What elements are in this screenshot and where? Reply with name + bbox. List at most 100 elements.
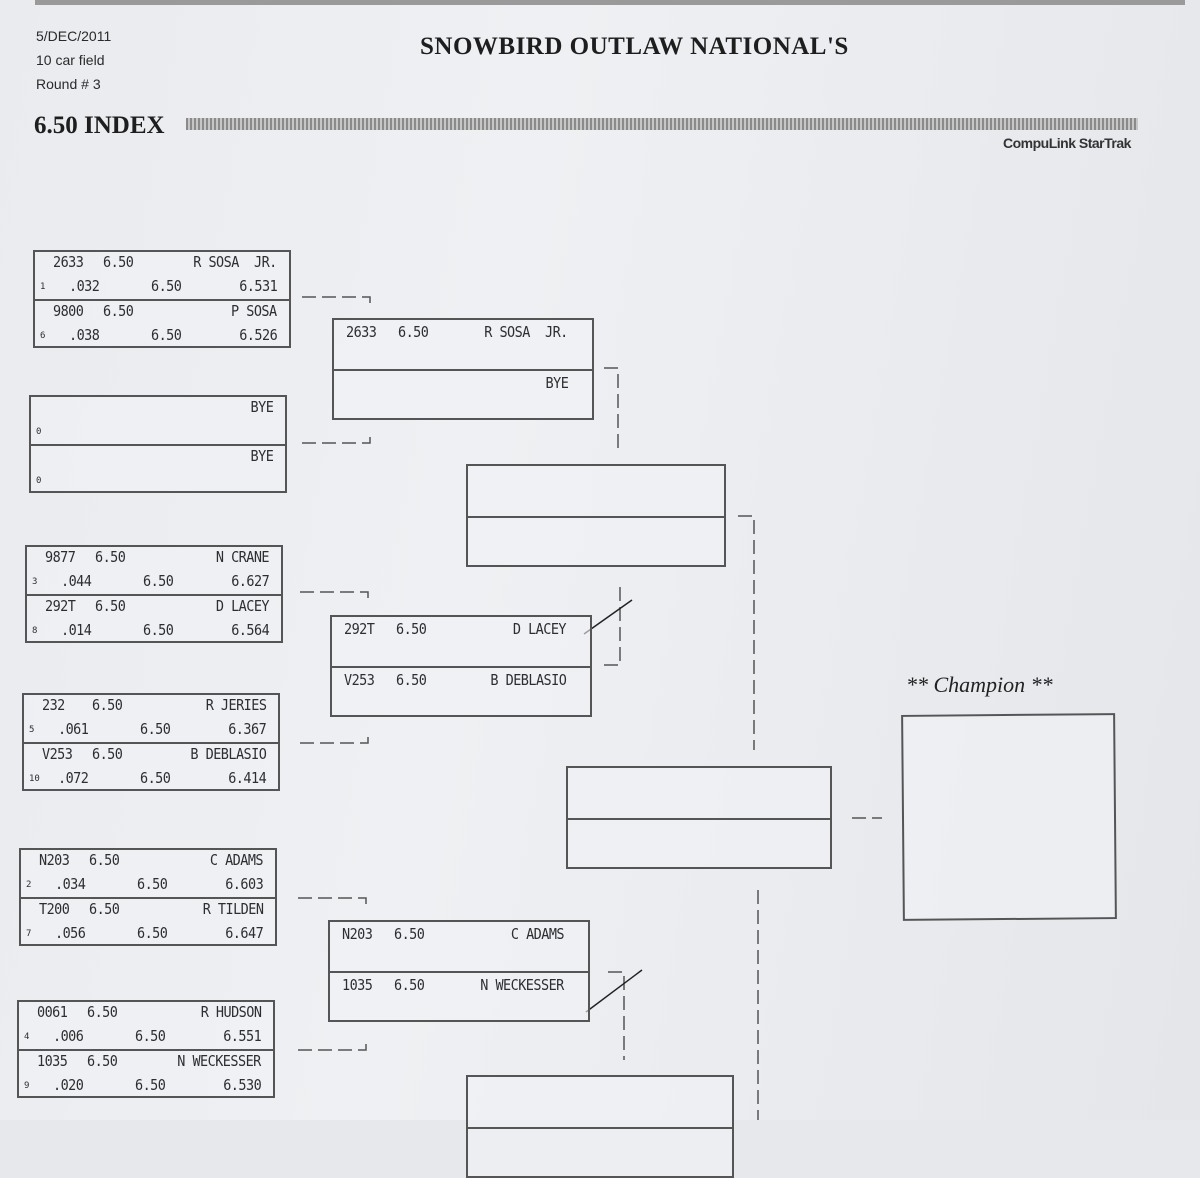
driver-name: R HUDSON	[200, 1003, 261, 1021]
seed-number: 6	[40, 331, 46, 341]
dial-in-2: 6.50	[140, 720, 171, 738]
dial-in: 6.50	[394, 976, 425, 994]
dial-in-2: 6.50	[137, 875, 168, 893]
driver-name: BYE	[250, 398, 273, 416]
dial-in-2: 6.50	[143, 572, 174, 590]
dial-in: 6.50	[95, 548, 126, 566]
dial-in: 6.50	[89, 851, 120, 869]
driver-name: BYE	[250, 447, 273, 465]
pen-strike	[583, 599, 633, 635]
round3-box-2	[466, 1075, 734, 1178]
connector	[604, 585, 621, 666]
seed-number: 4	[24, 1032, 30, 1042]
seed-number: 2	[26, 880, 32, 890]
entrant-slot: BYE	[334, 369, 592, 420]
car-number: 9800	[53, 302, 84, 320]
reaction-time: .020	[53, 1076, 84, 1094]
elapsed-time: 6.530	[223, 1076, 261, 1094]
champion-box	[901, 713, 1117, 921]
event-date: 5/DEC/2011	[36, 28, 112, 44]
hatched-rule	[186, 118, 1138, 130]
connector	[738, 515, 755, 750]
elapsed-time: 6.627	[231, 572, 269, 590]
connector	[302, 296, 371, 305]
connector	[300, 735, 369, 744]
entrant-slot: N203 6.50 C ADAMS	[330, 922, 588, 971]
entrant-slot: BYE 0	[31, 397, 285, 444]
seed-number: 0	[36, 427, 42, 437]
dial-in: 6.50	[103, 253, 134, 271]
car-number: 2633	[346, 323, 377, 341]
car-number: N203	[39, 851, 70, 869]
dial-in-2: 6.50	[135, 1027, 166, 1045]
connector	[298, 897, 367, 906]
reaction-time: .044	[61, 572, 92, 590]
entrant-slot: BYE 0	[31, 444, 285, 493]
elapsed-time: 6.603	[225, 875, 263, 893]
driver-name: D LACEY	[512, 620, 567, 638]
dial-in-2: 6.50	[135, 1076, 166, 1094]
connector	[604, 367, 619, 450]
elapsed-time: 6.564	[231, 621, 269, 639]
driver-name: R TILDEN	[202, 900, 263, 918]
champion-label: ** Champion **	[906, 672, 1053, 697]
seed-number: 9	[24, 1081, 30, 1091]
reaction-time: .072	[58, 769, 89, 787]
dial-in: 6.50	[396, 620, 427, 638]
dial-in: 6.50	[92, 745, 123, 763]
reaction-time: .061	[58, 720, 89, 738]
seed-number: 5	[29, 725, 35, 735]
dial-in: 6.50	[394, 925, 425, 943]
elapsed-time: 6.531	[239, 277, 277, 295]
reaction-time: .034	[55, 875, 86, 893]
seed-number: 8	[32, 626, 38, 636]
driver-name: C ADAMS	[510, 925, 565, 943]
dial-in: 6.50	[87, 1052, 118, 1070]
car-number: T200	[39, 900, 70, 918]
dial-in-2: 6.50	[137, 924, 168, 942]
seed-number: 0	[36, 476, 42, 486]
car-number: N203	[342, 925, 373, 943]
dial-in-2: 6.50	[143, 621, 174, 639]
car-number: 0061	[37, 1003, 68, 1021]
car-number: V253	[42, 745, 73, 763]
dial-in: 6.50	[92, 696, 123, 714]
reaction-time: .006	[53, 1027, 84, 1045]
driver-name: B DEBLASIO	[190, 745, 266, 763]
bracket-connectors	[298, 296, 882, 1120]
dial-in: 6.50	[95, 597, 126, 615]
elapsed-time: 6.367	[228, 720, 266, 738]
driver-name: R SOSA JR.	[193, 253, 278, 271]
connector	[300, 591, 369, 600]
driver-name: N WECKESSER	[177, 1052, 262, 1070]
field-size: 10 car field	[36, 52, 105, 68]
event-meta: 5/DEC/2011 10 car field Round # 3	[36, 24, 111, 96]
connector	[608, 971, 625, 1060]
car-number: 2633	[53, 253, 84, 271]
seed-number: 3	[32, 577, 38, 587]
reaction-time: .056	[55, 924, 86, 942]
dial-in: 6.50	[87, 1003, 118, 1021]
round4-box	[566, 766, 832, 869]
round3-box-1	[466, 464, 726, 567]
driver-name: P SOSA	[231, 302, 277, 320]
elapsed-time: 6.551	[223, 1027, 261, 1045]
connector	[298, 1042, 367, 1051]
car-number: 292T	[45, 597, 76, 615]
